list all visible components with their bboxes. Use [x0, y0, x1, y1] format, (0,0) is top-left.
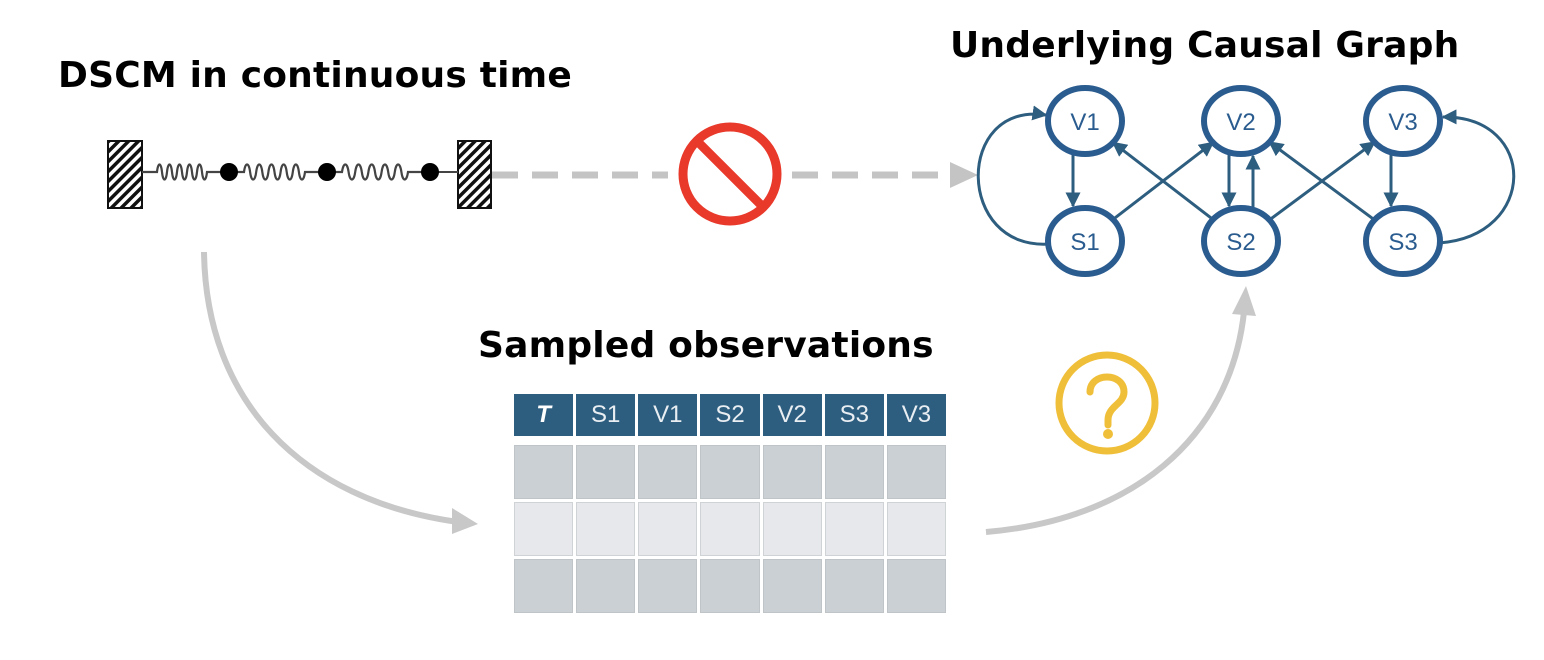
hatched-wall-icon	[457, 140, 492, 209]
node-circle	[1363, 205, 1443, 277]
flow-arrow-to-graph-head	[1232, 286, 1256, 316]
table-cell	[576, 502, 636, 556]
table-header-s2: S2	[700, 394, 760, 436]
flow-arrow-to-graph	[985, 311, 1247, 535]
node-label: S1	[1070, 229, 1099, 256]
node-label: V3	[1388, 109, 1417, 136]
table-header-t: T	[514, 394, 574, 436]
table-header-v3: V3	[886, 394, 946, 436]
mass-dot-icon	[318, 163, 336, 181]
node-label: V2	[1226, 109, 1255, 136]
spring-icon	[229, 163, 327, 181]
spring-icon	[327, 163, 430, 181]
table-cell	[514, 502, 574, 556]
mass-dot-icon	[421, 163, 439, 181]
node-circle	[1201, 205, 1281, 277]
node-v1: V1	[1045, 85, 1125, 157]
node-circle	[1045, 205, 1125, 277]
table-cell	[638, 559, 698, 613]
flow-arrow-to-observations	[201, 251, 459, 525]
causal-graph-title: Underlying Causal Graph	[950, 25, 1460, 66]
node-circle	[1363, 85, 1443, 157]
table-header-s3: S3	[824, 394, 884, 436]
node-s2: S2	[1201, 205, 1281, 277]
table-cell	[886, 559, 946, 613]
table-cell	[576, 559, 636, 613]
flow-arrow-to-observations-head	[452, 508, 478, 534]
node-label: V1	[1070, 109, 1099, 136]
blocked-dashed-arrow	[492, 162, 978, 188]
table-header-v2: V2	[762, 394, 822, 436]
table-cell	[514, 445, 574, 499]
table-cell	[824, 445, 884, 499]
prohibited-icon	[678, 122, 782, 226]
hatched-wall-icon	[107, 140, 143, 209]
table-cell	[886, 502, 946, 556]
table-body	[514, 445, 946, 613]
spring-icon	[142, 163, 229, 181]
edge-s3-to-v3	[1438, 109, 1516, 245]
table-cell	[762, 559, 822, 613]
node-circle	[1201, 85, 1281, 157]
table-cell	[762, 445, 822, 499]
sampled-observations-title: Sampled observations	[478, 325, 934, 366]
node-s3: S3	[1363, 205, 1443, 277]
edge-s1-to-v1	[976, 105, 1051, 246]
dscm-title: DSCM in continuous time	[58, 55, 572, 96]
table-cell	[638, 502, 698, 556]
table-cell	[886, 445, 946, 499]
table-cell	[824, 502, 884, 556]
table-cell	[700, 445, 760, 499]
edge-s3-to-v2	[1268, 140, 1376, 222]
table-cell	[824, 559, 884, 613]
table-cell	[576, 445, 636, 499]
table-cell	[638, 445, 698, 499]
edge-s2-to-v1	[1111, 141, 1214, 221]
node-label: S2	[1226, 229, 1255, 256]
spring-mass-system	[107, 140, 492, 209]
node-v2: V2	[1201, 85, 1281, 157]
causal-graph-edges	[976, 105, 1516, 246]
node-v3: V3	[1363, 85, 1443, 157]
table-cell	[700, 559, 760, 613]
node-s1: S1	[1045, 205, 1125, 277]
table-header-s1: S1	[576, 394, 636, 436]
table-cell	[700, 502, 760, 556]
table-header-v1: V1	[638, 394, 698, 436]
node-circle	[1045, 85, 1125, 157]
mass-dot-icon	[220, 163, 238, 181]
table-cell	[762, 502, 822, 556]
node-label: S3	[1388, 229, 1417, 256]
dashed-arrow-head	[950, 162, 978, 188]
table-cell	[514, 559, 574, 613]
question-icon	[1055, 351, 1159, 455]
